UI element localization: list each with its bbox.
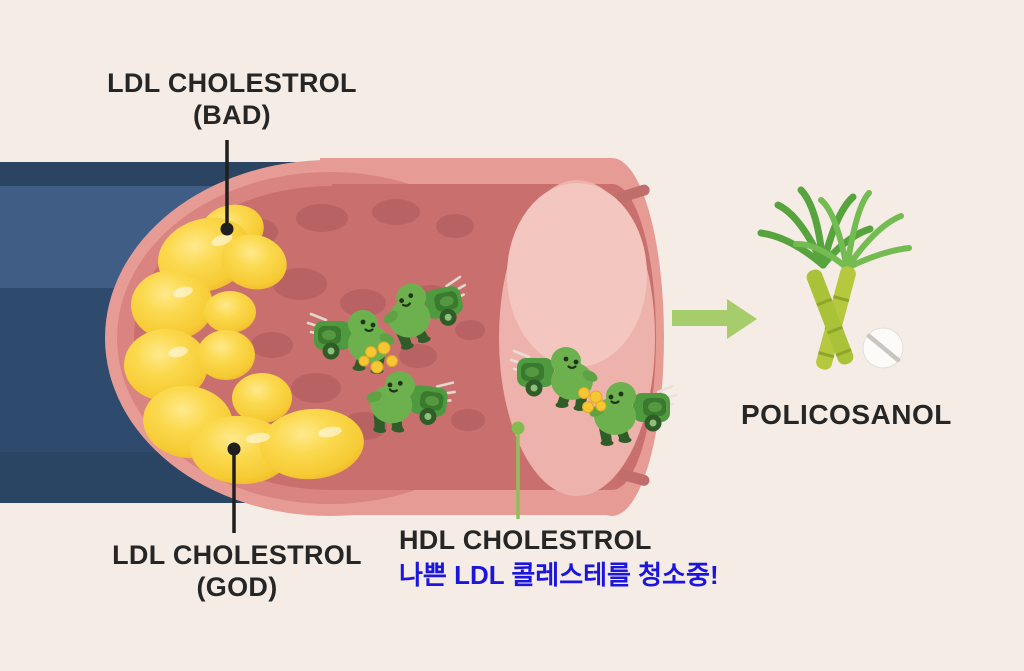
label-hdl: HDL CHOLESTROL 나쁜 LDL 콜레스테를 청소중! bbox=[399, 525, 739, 591]
sugarcane-icon bbox=[757, 186, 912, 370]
pointer-hdl bbox=[511, 421, 525, 519]
arrow-icon bbox=[672, 299, 757, 339]
pointer-ldl-bad bbox=[220, 140, 234, 236]
label-ldl-bad: LDL CHOLESTROL (BAD) bbox=[82, 68, 382, 132]
ldl-plaque bbox=[124, 204, 364, 485]
hdl-creatures bbox=[306, 271, 678, 448]
pointer-ldl-god bbox=[227, 442, 241, 533]
label-ldl-god-line2: (GOD) bbox=[196, 571, 278, 602]
label-policosanol: POLICOSANOL bbox=[741, 399, 952, 430]
label-ldl-bad-line1: LDL CHOLESTROL bbox=[107, 68, 357, 98]
pill-icon bbox=[862, 327, 904, 369]
label-hdl-korean: 나쁜 LDL 콜레스테를 청소중! bbox=[399, 559, 719, 590]
label-ldl-god: LDL CHOLESTROL (GOD) bbox=[87, 540, 387, 604]
cholesterol-bits bbox=[358, 341, 607, 413]
label-ldl-god-line1: LDL CHOLESTROL bbox=[112, 540, 362, 570]
label-hdl-line1: HDL CHOLESTROL bbox=[399, 525, 652, 555]
label-ldl-bad-line2: (BAD) bbox=[193, 99, 271, 130]
